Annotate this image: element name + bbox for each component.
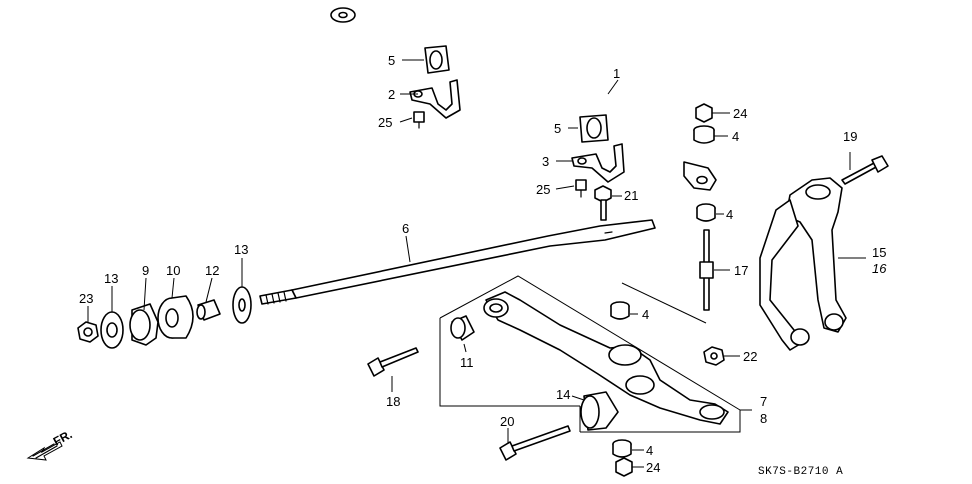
rubber-bushing-4-a — [693, 125, 715, 144]
stabilizer-holder-upper — [409, 79, 461, 119]
callout-17: 17 — [734, 263, 748, 278]
callout-24b: 24 — [646, 460, 660, 475]
rubber-bushing-4-b — [696, 203, 716, 222]
callout-4a: 4 — [732, 129, 739, 144]
nut-22 — [703, 346, 725, 366]
callout-19: 19 — [843, 129, 857, 144]
callout-20: 20 — [500, 414, 514, 429]
stabilizer-holder-lower — [571, 143, 625, 183]
callout-24a: 24 — [733, 106, 747, 121]
callout-25a: 25 — [378, 115, 392, 130]
rod-bushing-9 — [129, 303, 159, 346]
leader-lines — [87, 59, 866, 468]
callout-18: 18 — [386, 394, 400, 409]
rubber-bushing-4-d — [612, 439, 632, 458]
callout-4d: 4 — [646, 443, 653, 458]
radius-rod — [259, 219, 656, 305]
rod-bushing-10 — [157, 295, 194, 339]
callout-8: 8 — [760, 411, 767, 426]
callout-3: 3 — [542, 154, 549, 169]
stabilizer-bar — [330, 7, 717, 191]
nut-24-lower — [615, 457, 633, 477]
arm-bushing-11 — [450, 315, 475, 341]
lower-arm — [483, 291, 729, 425]
nut-23 — [77, 321, 99, 343]
callout-6: 6 — [402, 221, 409, 236]
rubber-bushing-4-c — [610, 301, 630, 320]
stabilizer-bushing-lower — [579, 114, 609, 143]
flange-bolt-lower — [575, 179, 587, 198]
callout-10: 10 — [166, 263, 180, 278]
callout-23: 23 — [79, 291, 93, 306]
washer-13-left — [100, 311, 124, 349]
callout-1: 1 — [613, 66, 620, 81]
callout-5b: 5 — [554, 121, 561, 136]
bolt-21 — [594, 185, 612, 221]
bolt-19 — [841, 155, 889, 185]
bolt-20 — [499, 425, 571, 461]
link-bolt-17 — [699, 229, 714, 311]
callout-11: 11 — [460, 355, 474, 370]
callout-4b: 4 — [726, 207, 733, 222]
callout-14: 14 — [556, 387, 570, 402]
bolt-18 — [367, 347, 419, 377]
callout-21: 21 — [624, 188, 638, 203]
diagram-code: SK7S-B2710 A — [758, 466, 843, 478]
callouts: 1 2 3 4 4 4 4 5 5 6 7 8 9 10 11 12 13 13… — [79, 53, 887, 475]
fork — [759, 177, 847, 351]
callout-13b: 13 — [234, 242, 248, 257]
callout-5a: 5 — [388, 53, 395, 68]
flange-bolt-upper — [413, 111, 425, 129]
callout-13a: 13 — [104, 271, 118, 286]
callout-16: 16 — [872, 261, 887, 276]
washer-13-right — [232, 286, 252, 324]
callout-25b: 25 — [536, 182, 550, 197]
callout-15: 15 — [872, 245, 886, 260]
nut-24-upper — [695, 103, 713, 123]
callout-7: 7 — [760, 394, 767, 409]
arm-bushing-14 — [580, 391, 619, 431]
front-direction-arrow: FR. — [26, 427, 74, 461]
stabilizer-bushing-upper — [424, 45, 450, 74]
callout-9: 9 — [142, 263, 149, 278]
callout-22: 22 — [743, 349, 757, 364]
collar-12 — [196, 299, 221, 321]
callout-2: 2 — [388, 87, 395, 102]
callout-12: 12 — [205, 263, 219, 278]
callout-4c: 4 — [642, 307, 649, 322]
